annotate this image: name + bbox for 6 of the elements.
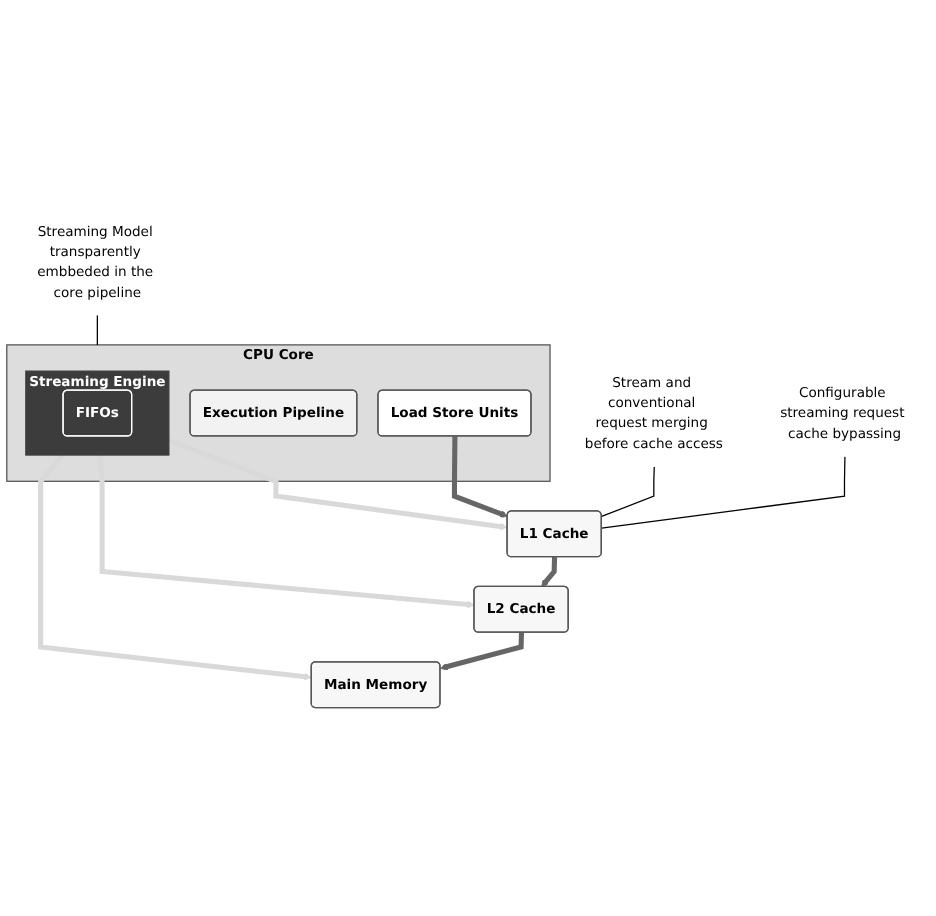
connector xyxy=(96,314,98,346)
connector xyxy=(601,466,655,518)
arrow xyxy=(541,557,558,588)
arrow xyxy=(440,632,525,671)
connector xyxy=(601,456,846,529)
arrow xyxy=(451,436,508,518)
